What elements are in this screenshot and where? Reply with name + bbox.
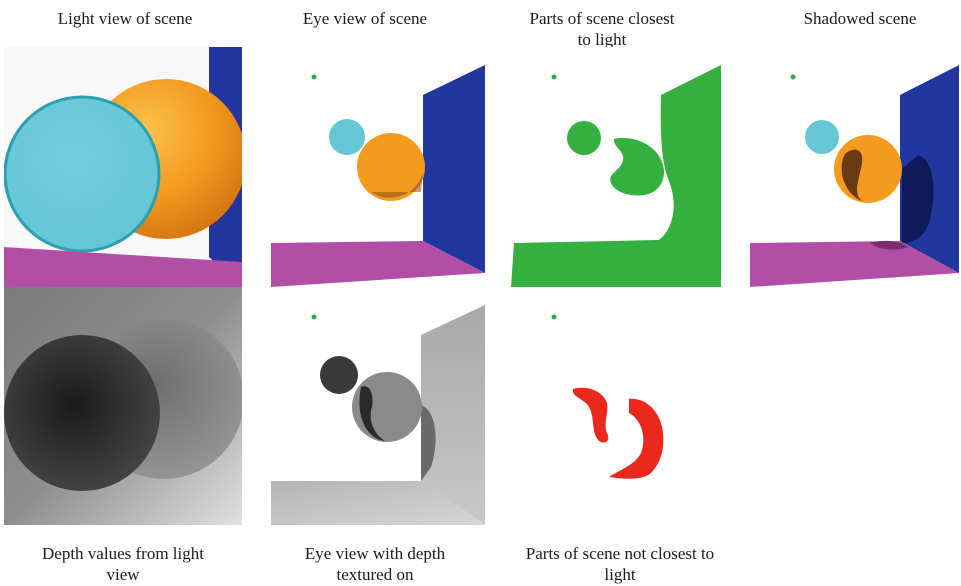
cyan-sphere xyxy=(5,97,159,251)
eye-view-image xyxy=(271,47,487,287)
light-view-image xyxy=(4,47,242,287)
cyan-sphere xyxy=(805,120,839,154)
lit-cyan-sphere xyxy=(567,121,601,155)
caption-eye-view-depth: Eye view with depth textured on xyxy=(295,543,455,585)
panel-light-view xyxy=(4,47,242,287)
not-closest-image xyxy=(511,287,726,525)
light-marker xyxy=(791,75,796,80)
caption-shadowed: Shadowed scene xyxy=(760,8,960,29)
panel-eye-view-depth xyxy=(271,287,487,525)
light-marker xyxy=(552,315,557,320)
cyan-sphere xyxy=(329,119,365,155)
panel-closest-to-light xyxy=(511,47,726,287)
panel-shadowed xyxy=(750,47,960,287)
eye-view-depth-image xyxy=(271,287,487,525)
light-marker xyxy=(552,75,557,80)
caption-closest-to-light: Parts of scene closest to light xyxy=(522,8,682,50)
panel-not-closest xyxy=(511,287,726,525)
blue-wall xyxy=(423,65,485,273)
shadowed-image xyxy=(750,47,960,287)
panel-eye-view xyxy=(271,47,487,287)
light-marker xyxy=(312,315,317,320)
caption-not-closest: Parts of scene not closest to light xyxy=(525,543,715,585)
light-marker xyxy=(312,75,317,80)
closest-to-light-image xyxy=(511,47,726,287)
caption-depth-values: Depth values from light view xyxy=(33,543,213,585)
caption-light-view: Light view of scene xyxy=(25,8,225,29)
caption-eye-view: Eye view of scene xyxy=(265,8,465,29)
depth-values-image xyxy=(4,287,242,525)
panel-depth-values xyxy=(4,287,242,525)
